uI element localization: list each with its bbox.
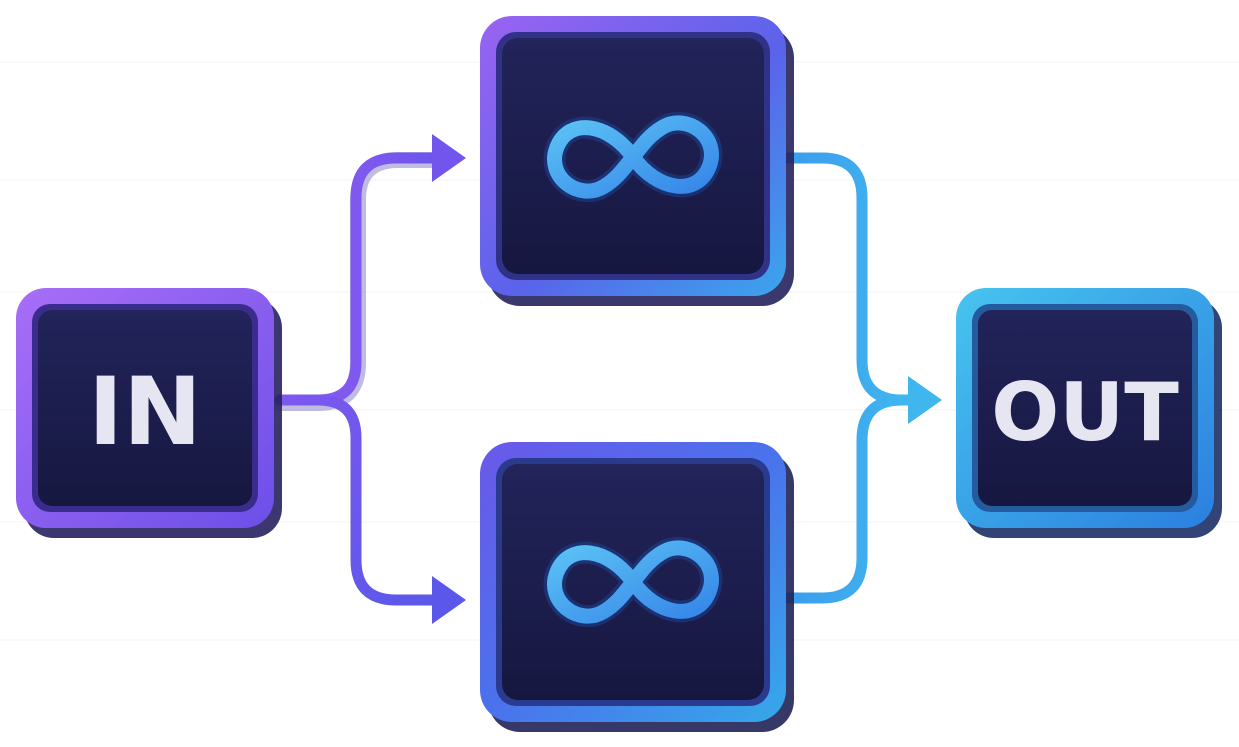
arrowhead-icon: [432, 134, 466, 182]
node-input: IN: [16, 288, 282, 538]
infinity-icon: [543, 536, 723, 628]
edge-bottom-to-out: [782, 376, 942, 604]
infinity-icon: [543, 111, 723, 203]
edge-in-to-bottom: [274, 394, 466, 624]
node-output-label: OUT: [991, 366, 1179, 459]
edge-top-to-out: [782, 152, 918, 406]
node-process-bottom: [480, 442, 794, 732]
node-output: OUT: [956, 288, 1222, 538]
arrowhead-icon: [432, 576, 466, 624]
node-input-label: IN: [88, 358, 202, 467]
arrowhead-icon: [908, 376, 942, 424]
edge-in-to-top: [272, 134, 466, 411]
node-process-top: [480, 16, 794, 306]
